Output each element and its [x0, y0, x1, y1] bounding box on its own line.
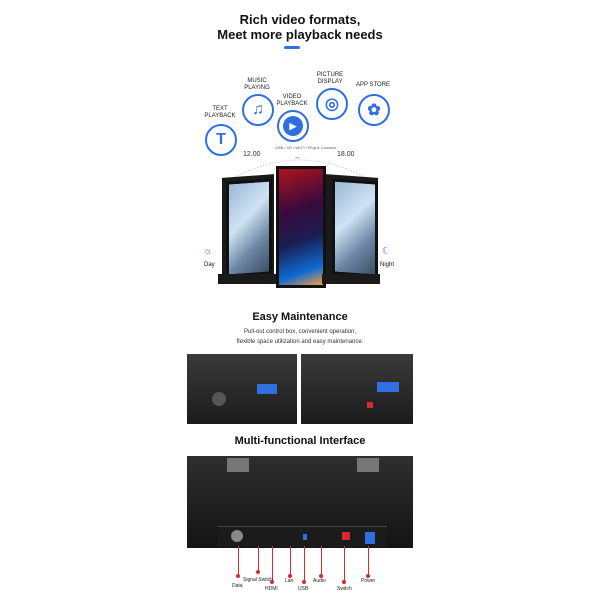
- pointer-line: [258, 546, 259, 572]
- easy-maintenance-title: Easy Maintenance: [252, 311, 348, 323]
- pointer-line: [321, 546, 322, 576]
- hinge-icon: [227, 458, 249, 472]
- pointer-line: [344, 546, 345, 582]
- pointer-line: [272, 546, 273, 582]
- interface-panel-photo: [187, 456, 413, 548]
- play-icon: ▶: [277, 110, 309, 142]
- feature-label: PICTURE DISPLAY: [316, 72, 344, 85]
- feature-picture-display: PICTURE DISPLAY: [310, 72, 350, 86]
- feature-label: MUSIC PLAYING: [244, 78, 270, 91]
- feature-music-playing: MUSIC PLAYING: [237, 78, 277, 92]
- port-label-power: Power: [361, 578, 376, 584]
- arc-caption: USB / 4G / Wi-Fi / Plug & Connect: [275, 145, 336, 150]
- port-label-usb: USB: [298, 586, 309, 592]
- daylight-arc: [229, 159, 371, 181]
- pointer-line: [238, 546, 239, 576]
- music-note-icon: ♫: [242, 94, 274, 126]
- port-label-signal-switch: Signal Switch: [243, 577, 274, 583]
- time-right-label: 18.00: [337, 151, 355, 158]
- feature-label: VIDEO PLAYBACK: [276, 94, 308, 107]
- pointer-dot: [302, 580, 306, 584]
- pointer-dot: [288, 574, 292, 578]
- pointer-dot: [270, 580, 274, 584]
- pull-arrow-icon: [367, 402, 373, 408]
- pointer-dot: [256, 570, 260, 574]
- section-title-line1: Rich video formats,: [239, 12, 361, 27]
- app-grid-icon: ✿: [358, 94, 390, 126]
- maintenance-desc-line1: Pull-out control box, convenient operati…: [243, 329, 357, 335]
- day-label: Day: [204, 262, 215, 268]
- left-display-base: [218, 274, 276, 284]
- port-label-hdmi: HDMI: [265, 586, 278, 592]
- center-display-screen: [276, 166, 326, 288]
- left-display-screen: [226, 178, 272, 278]
- pointer-dot: [342, 580, 346, 584]
- feature-text-playback: TEXT PLAYBACK: [200, 106, 240, 120]
- right-display-base: [322, 274, 380, 284]
- title-accent-bar: [284, 46, 300, 49]
- hinge-icon: [357, 458, 379, 472]
- data-port-icon: [231, 530, 243, 542]
- text-icon: T: [205, 124, 237, 156]
- feature-app-store: APP STORE: [353, 82, 393, 89]
- blue-connector-icon: [377, 382, 399, 392]
- power-port-icon: [365, 532, 375, 544]
- right-display-screen: [332, 178, 378, 278]
- pointer-line: [304, 546, 305, 582]
- section-title-line2: Meet more playback needs: [217, 27, 383, 42]
- pointer-dot: [319, 574, 323, 578]
- pointer-dot: [366, 574, 370, 578]
- control-box-closed-photo: [187, 354, 297, 424]
- port-label-lan: Lan: [285, 578, 294, 584]
- caster-wheel-icon: [212, 392, 226, 406]
- camera-icon: ◎: [316, 88, 348, 120]
- night-label: Night: [380, 262, 395, 268]
- switch-icon: [342, 532, 350, 540]
- multi-interface-title: Multi-functional Interface: [234, 435, 366, 447]
- blue-connector-icon: [257, 384, 277, 394]
- control-box-open-photo: [301, 354, 413, 424]
- pointer-line: [368, 546, 369, 576]
- port-label-data: Data: [232, 583, 243, 589]
- port-label-switch: Switch: [337, 586, 352, 592]
- port-label-audio: Audio: [313, 578, 326, 584]
- port-strip: [217, 526, 387, 547]
- time-left-label: 12.00: [243, 151, 261, 158]
- pointer-line: [290, 546, 291, 576]
- sun-icon: ☼: [203, 246, 213, 257]
- moon-icon: ☾: [382, 246, 391, 257]
- feature-video-playback: VIDEO PLAYBACK: [272, 94, 312, 108]
- pointer-dot: [236, 574, 240, 578]
- usb-port-icon: [303, 534, 307, 540]
- feature-label: TEXT PLAYBACK: [204, 106, 236, 119]
- maintenance-desc-line2: flexible space utilization and easy main…: [236, 339, 364, 345]
- wifi-icon: ⌔: [294, 157, 301, 164]
- feature-label: APP STORE: [355, 82, 391, 88]
